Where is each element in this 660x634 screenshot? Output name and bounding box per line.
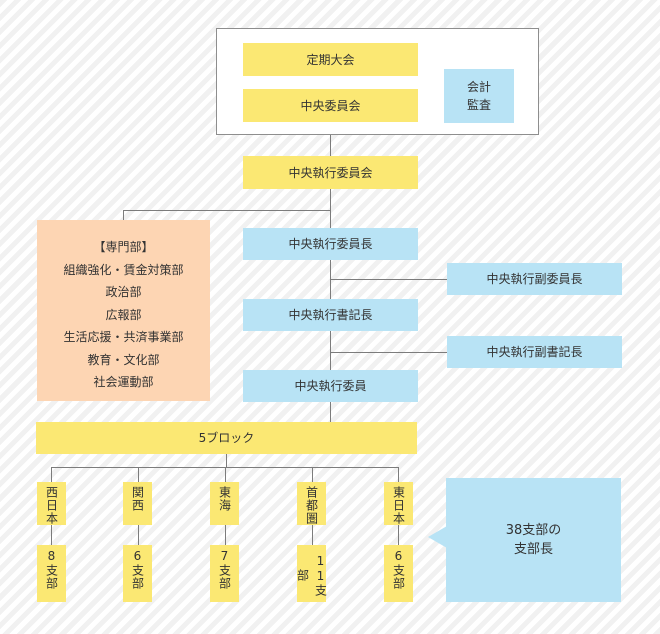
department-item: 政治部 <box>105 285 142 299</box>
block-name: 首都圏 <box>304 486 319 525</box>
audit-label: 会計 監査 <box>466 80 491 112</box>
branch-count: 11支部 <box>295 554 328 597</box>
connector-line <box>138 525 139 545</box>
central-executive-committee-label: 中央執行委員会 <box>288 165 373 180</box>
branch-count: 7支部 <box>217 549 232 590</box>
connector-line <box>330 279 447 280</box>
branch-heads-box: 38支部の 支部長 <box>446 478 621 602</box>
blocks-bar: 5ブロック <box>36 422 417 454</box>
executive-members-label: 中央執行委員 <box>294 379 367 393</box>
central-committee-box: 中央委員会 <box>243 89 418 122</box>
secretary-general-box: 中央執行書記長 <box>243 299 418 331</box>
vice-chair-label: 中央執行副委員長 <box>486 272 583 286</box>
branch-count-box: 6支部 <box>123 545 152 602</box>
block-shutoken: 首都圏 <box>297 482 326 525</box>
connector-line <box>225 467 226 482</box>
regular-convention-label: 定期大会 <box>306 52 355 67</box>
departments-box: 【専門部】 組織強化・賃金対策部 政治部 広報部 生活応援・共済事業部 教育・文… <box>37 220 210 401</box>
block-name: 関西 <box>130 486 145 512</box>
connector-line <box>398 525 399 545</box>
connector-line <box>51 525 52 545</box>
regular-convention-box: 定期大会 <box>243 43 418 76</box>
connector-line <box>398 467 399 482</box>
vice-chair-box: 中央執行副委員長 <box>447 263 622 295</box>
departments-heading: 【専門部】 <box>93 240 154 254</box>
connector-line <box>312 467 313 482</box>
central-committee-label: 中央委員会 <box>300 98 361 113</box>
chair-box: 中央執行委員長 <box>243 228 418 260</box>
connector-line <box>330 135 331 159</box>
executive-members-box: 中央執行委員 <box>243 370 418 402</box>
branch-count: 6支部 <box>130 549 145 590</box>
connector-line <box>312 525 313 545</box>
connector-line <box>330 400 331 422</box>
branch-count: 6支部 <box>391 549 406 590</box>
block-name: 東海 <box>217 486 232 512</box>
department-item: 生活応援・共済事業部 <box>63 330 184 344</box>
block-east-japan: 東日本 <box>384 482 413 525</box>
secretary-general-label: 中央執行書記長 <box>288 308 373 322</box>
branch-heads-label: 38支部の 支部長 <box>505 522 562 558</box>
callout-arrow <box>428 526 447 548</box>
block-tokai: 東海 <box>210 482 239 525</box>
block-name: 西日本 <box>44 486 59 525</box>
branch-count-box: 7支部 <box>210 545 239 602</box>
branch-count-box: 8支部 <box>37 545 66 602</box>
department-item: 広報部 <box>105 307 142 322</box>
connector-line <box>226 454 227 468</box>
branch-count: 8支部 <box>44 549 59 590</box>
connector-line <box>330 352 447 353</box>
blocks-label: 5ブロック <box>198 431 255 445</box>
branch-count-box: 11支部 <box>296 545 328 602</box>
deputy-secretary-box: 中央執行副書記長 <box>447 336 622 368</box>
connector-line <box>123 210 124 220</box>
department-item: 組織強化・賃金対策部 <box>63 262 184 277</box>
block-name: 東日本 <box>391 486 406 525</box>
branch-count-box: 6支部 <box>384 545 413 602</box>
connector-line <box>51 467 52 482</box>
connector-line <box>138 467 139 482</box>
department-item: 社会運動部 <box>93 375 154 389</box>
connector-line <box>225 525 226 545</box>
department-item: 教育・文化部 <box>87 352 160 367</box>
block-kansai: 関西 <box>123 482 152 525</box>
audit-box: 会計 監査 <box>444 69 514 123</box>
deputy-secretary-label: 中央執行副書記長 <box>486 345 583 359</box>
central-executive-committee-box: 中央執行委員会 <box>243 156 418 189</box>
block-west-japan: 西日本 <box>37 482 66 525</box>
chair-label: 中央執行委員長 <box>288 237 373 251</box>
connector-line <box>123 210 331 211</box>
